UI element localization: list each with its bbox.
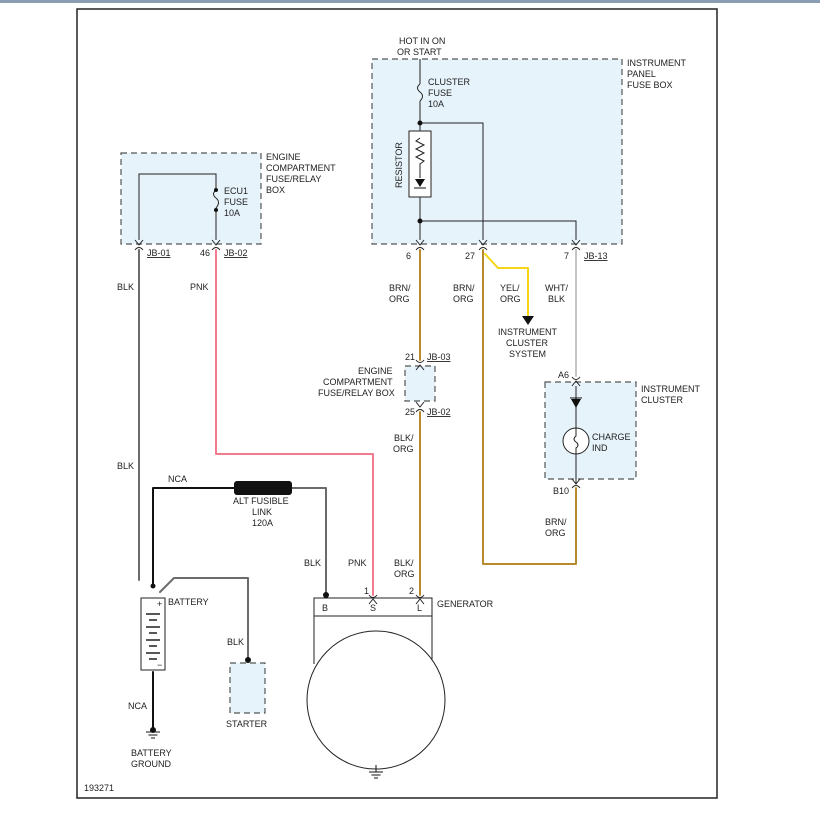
wire-blk-4-label: BLK — [227, 637, 244, 647]
wire-blk-label: BLK — [117, 282, 134, 292]
connector-6 — [415, 239, 425, 251]
instrument-cluster-box — [544, 381, 637, 480]
engine-compartment-fuse-box-left — [120, 152, 262, 245]
yel-org-label: YEL/ORG — [500, 283, 521, 304]
figure-id: 193271 — [84, 783, 114, 793]
blk-wire-to-b — [291, 487, 327, 596]
pin-6-label: 6 — [406, 251, 411, 261]
blk-org-a-label: BLK/ORG — [393, 433, 414, 454]
resistor-zigzag — [414, 137, 426, 178]
yel-org-wire — [484, 253, 529, 319]
resistor-diode — [415, 179, 425, 187]
connector-l — [415, 594, 425, 605]
pin-46-label: 46 — [200, 248, 210, 258]
wire-pnk-2-label: PNK — [348, 558, 367, 568]
jb02-top-label: JB-02 — [224, 248, 248, 258]
pin-25-label: 25 — [405, 407, 415, 417]
generator-housing — [313, 616, 433, 664]
pnk-wire — [215, 249, 374, 596]
connector-jb01 — [134, 239, 144, 251]
ecu1-internal-wire — [138, 173, 217, 240]
resistor-label: RESISTOR — [394, 142, 404, 188]
brn-org-wire-27 — [482, 249, 577, 565]
internal-to-7 — [420, 220, 577, 240]
engine-compartment-fuse-box-mid — [404, 365, 436, 402]
charge-lamp-filament — [573, 428, 579, 454]
generator-ground-symbol — [369, 765, 383, 779]
cluster-fuse-symbol — [417, 83, 423, 102]
wht-blk-label: WHT/BLK — [545, 283, 568, 304]
battery-body — [140, 597, 166, 671]
wire-blk-2-label: BLK — [117, 461, 134, 471]
wire-pnk-label: PNK — [190, 282, 209, 292]
generator-body — [306, 630, 446, 770]
connector-27 — [478, 239, 488, 251]
jb13-label: JB-13 — [584, 251, 608, 261]
gen-l-label: L — [417, 603, 422, 613]
brn-org-a-label: BRN/ORG — [389, 283, 411, 304]
yel-org-arrow — [522, 316, 534, 325]
connector-b10 — [571, 478, 581, 489]
nca-wire-top — [152, 487, 235, 587]
nca-top-label: NCA — [168, 474, 187, 484]
wire-blk-3-label: BLK — [304, 558, 321, 568]
jb03-label: JB-03 — [427, 352, 451, 362]
starter-box — [229, 662, 266, 714]
blk-wire-starter — [159, 577, 249, 660]
connector-21 — [415, 359, 425, 371]
pin-27-label: 27 — [465, 251, 475, 261]
pin-7-label: 7 — [564, 251, 569, 261]
b10-label: B10 — [553, 486, 569, 496]
connector-25 — [415, 401, 425, 413]
starter-label: STARTER — [226, 719, 268, 729]
battery-label: BATTERY — [168, 597, 209, 607]
connector-7 — [571, 239, 581, 251]
brn-org-c-label: BRN/ORG — [545, 517, 567, 538]
a6-label: A6 — [558, 370, 569, 380]
brn-org-b-label: BRN/ORG — [453, 283, 475, 304]
pin-21-label: 21 — [405, 352, 415, 362]
generator-label: GENERATOR — [437, 599, 494, 609]
pin-1-label: 1 — [364, 586, 369, 596]
connector-46 — [211, 239, 221, 251]
connector-a6 — [571, 376, 581, 387]
battery-cells — [146, 613, 160, 660]
gen-s-label: S — [370, 603, 376, 613]
junction-dots — [150, 120, 423, 733]
connector-s — [368, 594, 378, 605]
battery-minus: − — [157, 660, 162, 670]
window-top-strip — [0, 0, 820, 3]
blk-org-b-label: BLK/ORG — [394, 558, 415, 579]
alt-fusible-link — [234, 481, 292, 495]
jb02-mid-label: JB-02 — [427, 407, 451, 417]
pin-connectors — [134, 239, 581, 605]
jb01-label: JB-01 — [147, 248, 171, 258]
pin-2-label: 2 — [409, 586, 414, 596]
gen-b-label: B — [322, 603, 328, 613]
ecu1-fuse-symbol — [213, 189, 219, 209]
nca-bottom-label: NCA — [128, 701, 147, 711]
charge-diode — [571, 399, 581, 408]
battery-plus: + — [157, 599, 162, 609]
internal-to-27 — [420, 122, 484, 240]
